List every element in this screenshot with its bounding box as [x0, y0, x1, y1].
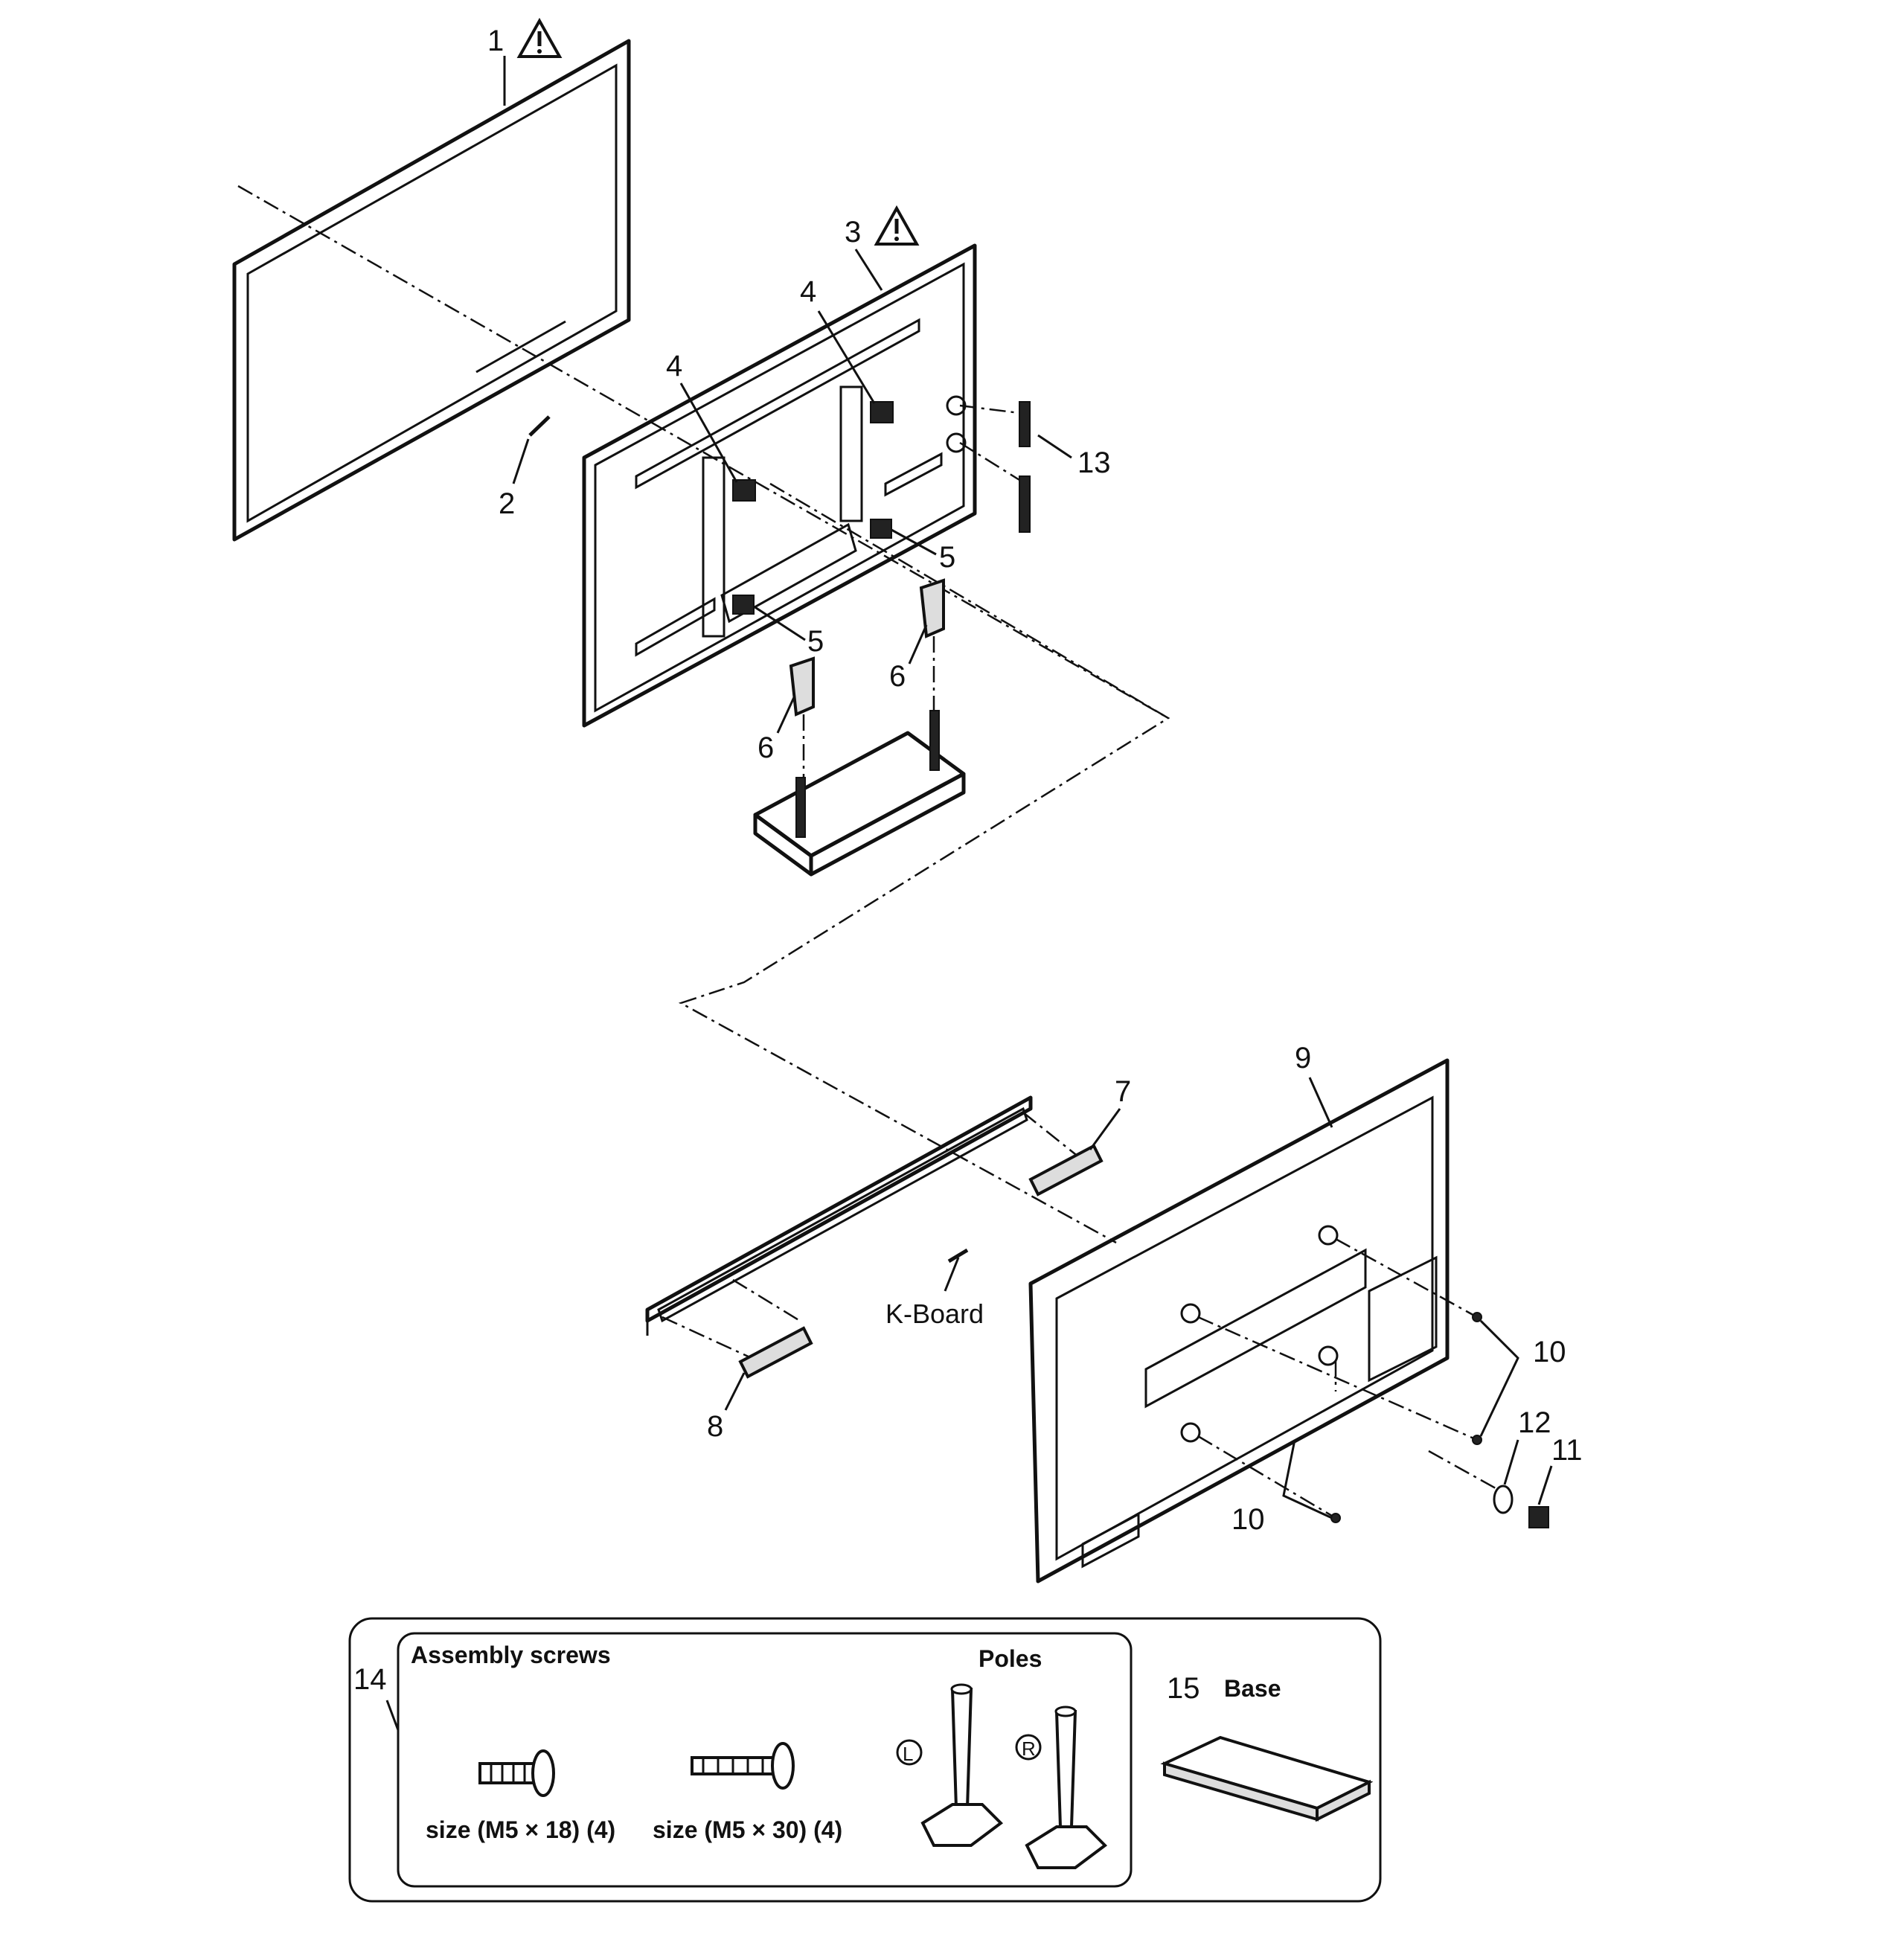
- callout-10-bottom: 10: [1231, 1503, 1265, 1536]
- part-10-screw-a: [1472, 1312, 1482, 1322]
- part-7-bracket: [1028, 1144, 1104, 1197]
- alignment-line-1: [237, 185, 1169, 720]
- callout-4-right: 4: [800, 275, 816, 308]
- leader-6-left: [776, 695, 796, 734]
- alignment-line-stand: [678, 482, 1170, 1244]
- base-label: Base: [1224, 1675, 1281, 1702]
- warning-triangle-icon: [516, 17, 563, 58]
- callout-8: 8: [707, 1410, 723, 1443]
- pole-left-marker-icon: L: [896, 1739, 923, 1766]
- screw-m5x18-icon: [478, 1749, 555, 1797]
- alignment-line-11: [1428, 1450, 1496, 1490]
- callout-15: 15: [1167, 1672, 1200, 1705]
- alignment-line-10b: [1197, 1316, 1478, 1441]
- leader-14: [385, 1700, 400, 1731]
- callout-9: 9: [1295, 1042, 1311, 1075]
- leader-13: [1037, 434, 1072, 459]
- callout-10-right: 10: [1533, 1336, 1566, 1368]
- alignment-line-13b: [959, 441, 1020, 481]
- part-6-pole-right: [919, 578, 945, 638]
- part-4-bushing-left: [732, 479, 756, 502]
- bracket-rail: [645, 1095, 1033, 1336]
- leader-5-right: [891, 528, 937, 556]
- part-8-bracket: [738, 1326, 813, 1379]
- base-icon: [1160, 1735, 1374, 1822]
- part-5-bushing-left: [732, 595, 755, 615]
- screw-m5x30-icon: [691, 1742, 795, 1790]
- part-4-bushing-right: [870, 401, 894, 423]
- callout-6-left: 6: [757, 731, 774, 764]
- leader-7: [1089, 1108, 1121, 1150]
- alignment-line-7: [1022, 1112, 1080, 1158]
- pole-right-marker-icon: R: [1015, 1734, 1042, 1761]
- part-6-pole-left: [789, 656, 815, 717]
- part-10-screw-c: [1330, 1513, 1341, 1523]
- part-5-bushing-right: [870, 519, 892, 539]
- leader-3: [854, 249, 883, 291]
- callout-14: 14: [353, 1663, 387, 1696]
- poles-label: Poles: [978, 1645, 1042, 1672]
- part-10-screw-b: [1472, 1435, 1482, 1445]
- leader-4-right: [817, 310, 876, 404]
- k-board-part: [947, 1248, 969, 1264]
- callout-6-right: 6: [889, 660, 906, 693]
- part-3-rear-panel: [582, 243, 977, 728]
- callout-13: 13: [1077, 446, 1111, 479]
- screw-m5x18-size: size (M5 × 18) (4): [426, 1816, 615, 1843]
- callout-5-left: 5: [807, 625, 824, 658]
- alignment-line-8b: [732, 1278, 801, 1322]
- leader-12: [1503, 1439, 1519, 1485]
- accessory-box-inner: [397, 1632, 1133, 1888]
- warning-triangle-icon: [874, 205, 920, 246]
- callout-2: 2: [499, 487, 515, 520]
- svg-text:L: L: [903, 1743, 913, 1765]
- callout-4-left: 4: [666, 350, 682, 382]
- callout-5-right: 5: [939, 541, 955, 574]
- assembly-screws-label: Assembly screws: [411, 1642, 611, 1668]
- leader-10-bottom: [1282, 1439, 1333, 1519]
- screw-m5x30-size: size (M5 × 30) (4): [653, 1816, 842, 1843]
- accessory-box-outer: [348, 1617, 1382, 1903]
- callout-12: 12: [1518, 1406, 1551, 1439]
- alignment-line-13a: [959, 404, 1020, 414]
- part-13-screws: [1019, 401, 1031, 533]
- part-1-front-bezel: [232, 39, 631, 542]
- k-board-label: K-Board: [885, 1298, 984, 1329]
- leader-2: [512, 438, 530, 484]
- alignment-line-10a: [1335, 1237, 1478, 1319]
- leader-4-left: [679, 382, 738, 483]
- part-11-nut: [1528, 1506, 1549, 1528]
- part-2-screw: [528, 415, 551, 437]
- alignment-line-10d: [1197, 1435, 1336, 1519]
- svg-text:R: R: [1022, 1738, 1036, 1760]
- alignment-line-8a: [662, 1316, 752, 1359]
- callout-7: 7: [1115, 1075, 1131, 1108]
- pole-right-icon: [1025, 1706, 1108, 1869]
- callout-3: 3: [845, 216, 861, 249]
- leader-8: [724, 1372, 746, 1411]
- callout-11: 11: [1551, 1434, 1583, 1467]
- leader-k-board: [944, 1257, 960, 1292]
- part-9-rear-cover: [1028, 1058, 1450, 1583]
- pole-left-icon: [920, 1683, 1004, 1847]
- leader-11: [1537, 1465, 1553, 1505]
- leader-5-left: [753, 605, 806, 641]
- leader-9: [1308, 1077, 1333, 1128]
- part-12-washer: [1493, 1485, 1514, 1514]
- stand-base-assembly: [753, 710, 966, 877]
- callout-1: 1: [487, 25, 504, 57]
- leader-10-right: [1479, 1319, 1519, 1437]
- leader-6-right: [908, 624, 928, 664]
